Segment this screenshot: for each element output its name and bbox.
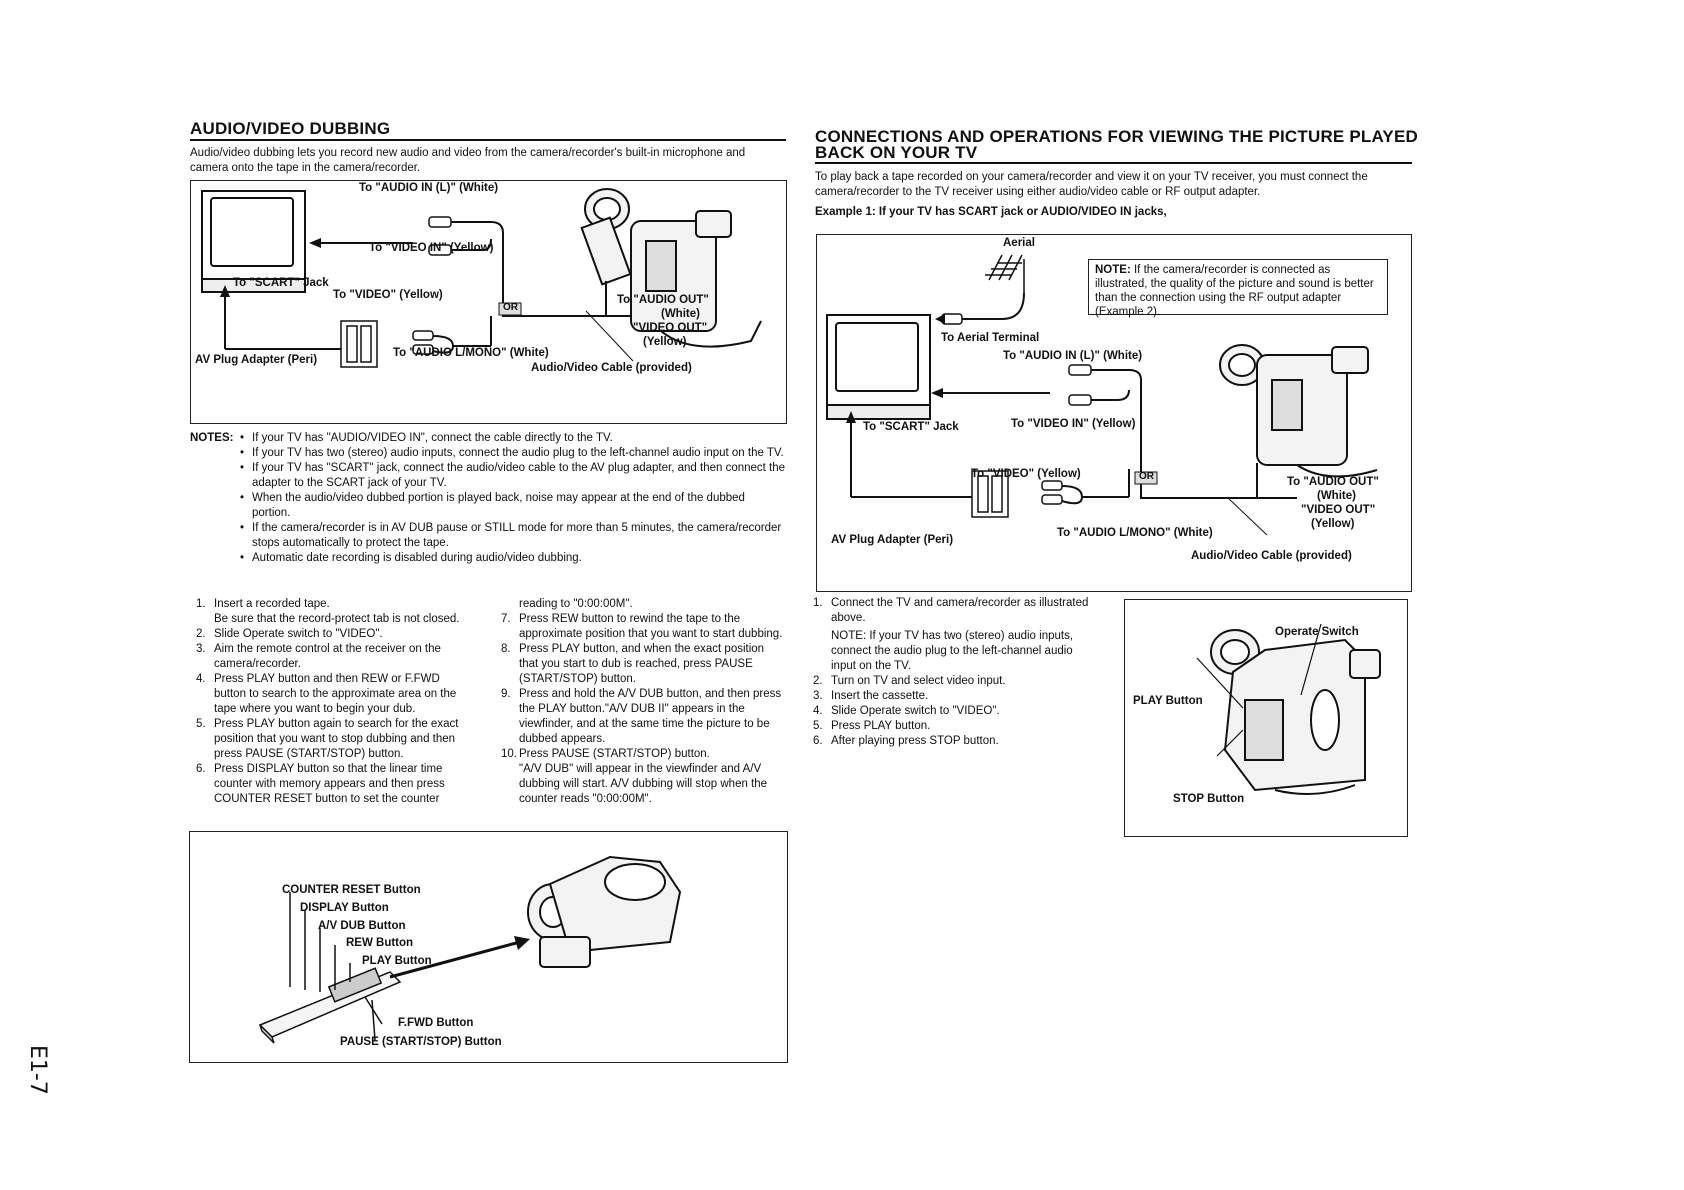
label-pause-button: PAUSE (START/STOP) Button — [340, 1036, 502, 1048]
label-scart-jack: To "SCART" Jack — [233, 277, 329, 289]
step-item: 6.Press DISPLAY button so that the linea… — [196, 763, 445, 805]
camcorder-icon — [1219, 344, 1378, 478]
dubbing-diagram-art — [201, 188, 762, 368]
viewing-steps: 1.Connect the TV and camera/recorder as … — [813, 596, 1095, 749]
step-item: 6.After playing press STOP button. — [813, 735, 999, 747]
label-display-button: DISPLAY Button — [300, 902, 389, 914]
viewing-diagram-art — [826, 254, 1378, 536]
notes-label: NOTES: — [190, 432, 234, 444]
remote-control-icon — [258, 967, 402, 1044]
step-item: NOTE: If your TV has two (stereo) audio … — [831, 630, 1074, 672]
camera-buttons-figure: Operate Switch PLAY Button STOP Button — [1124, 599, 1408, 837]
note-item: •Automatic date recording is disabled du… — [240, 552, 582, 564]
tv-icon — [826, 314, 931, 420]
step-item: 9.Press and hold the A/V DUB button, and… — [501, 688, 782, 745]
right-intro: To play back a tape recorded on your cam… — [815, 171, 1368, 198]
label-play-button: PLAY Button — [1133, 695, 1203, 707]
viewing-connection-diagram: Aerial NOTE: If the camera/recorder is c… — [816, 234, 1412, 592]
camcorder-icon — [580, 188, 762, 348]
label-av-plug-adapter: AV Plug Adapter (Peri) — [831, 534, 954, 546]
label-video-out-yellow: (Yellow) — [1311, 518, 1355, 530]
label-rew-button: REW Button — [346, 937, 414, 949]
label-audio-out-white: (White) — [661, 308, 700, 320]
label-or: OR — [1139, 471, 1154, 482]
label-scart-jack: To "SCART" Jack — [863, 421, 959, 433]
step-item: 1.Connect the TV and camera/recorder as … — [813, 597, 1089, 624]
left-heading: AUDIO/VIDEO DUBBING — [190, 119, 391, 138]
camcorder-front-icon — [527, 855, 682, 968]
remote-control-diagram: COUNTER RESET Button DISPLAY Button A/V … — [189, 831, 788, 1063]
step-item: 1.Insert a recorded tape. — [196, 598, 330, 610]
label-video-in-yellow: To "VIDEO IN" (Yellow) — [1011, 418, 1136, 430]
label-audio-lmono: To "AUDIO L/MONO" (White) — [1057, 527, 1213, 539]
label-av-cable: Audio/Video Cable (provided) — [531, 362, 692, 374]
note-item: •If your TV has "SCART" jack, connect th… — [240, 462, 786, 489]
step-item: 5.Press PLAY button again to search for … — [196, 718, 459, 760]
label-ffwd-button: F.FWD Button — [398, 1017, 474, 1029]
remote-diagram-art — [258, 855, 682, 1044]
step-item: 2.Slide Operate switch to "VIDEO". — [196, 628, 383, 640]
tv-icon — [201, 190, 306, 293]
label-audio-lmono: To "AUDIO L/MONO" (White) — [393, 347, 549, 359]
label-av-plug-adapter: AV Plug Adapter (Peri) — [195, 354, 318, 366]
label-audio-out: To "AUDIO OUT" — [617, 294, 709, 306]
left-heading-rule — [190, 139, 786, 141]
label-or: OR — [503, 302, 518, 313]
label-video-out: "VIDEO OUT" — [1301, 504, 1376, 516]
note-item: •If your TV has "AUDIO/VIDEO IN", connec… — [240, 432, 613, 444]
note-item: •If the camera/recorder is in AV DUB pau… — [240, 522, 782, 549]
label-video-yellow: To "VIDEO" (Yellow) — [971, 468, 1081, 480]
step-item: "A/V DUB" will appear in the viewfinder … — [519, 763, 768, 805]
dubbing-steps-b: reading to "0:00:00M". 7.Press REW butto… — [501, 597, 786, 807]
step-item: 4.Slide Operate switch to "VIDEO". — [813, 705, 1000, 717]
right-heading-line1: CONNECTIONS AND OPERATIONS FOR VIEWING T… — [815, 127, 1418, 146]
note-item: •When the audio/video dubbed portion is … — [240, 492, 745, 519]
dubbing-connection-diagram: To "AUDIO IN (L)" (White) To "VIDEO IN" … — [190, 180, 787, 424]
step-item: 4.Press PLAY button and then REW or F.FW… — [196, 673, 457, 715]
step-item: 2.Turn on TV and select video input. — [813, 675, 1006, 687]
av-plug-adapter-icon — [971, 470, 1009, 518]
dubbing-notes: NOTES: •If your TV has "AUDIO/VIDEO IN",… — [190, 431, 786, 566]
diagram-note-box: NOTE: If the camera/recorder is connecte… — [1088, 259, 1388, 318]
label-video-yellow: To "VIDEO" (Yellow) — [333, 289, 443, 301]
label-stop-button: STOP Button — [1173, 793, 1245, 805]
right-heading-rule — [815, 162, 1412, 164]
page-number-tab: E1-7 — [25, 1045, 50, 1095]
step-item: 10.Press PAUSE (START/STOP) button. — [501, 748, 710, 760]
step-item: reading to "0:00:00M". — [519, 598, 633, 610]
aerial-icon — [985, 254, 1025, 293]
note-item: •If your TV has two (stereo) audio input… — [240, 447, 784, 459]
av-plug-adapter-icon — [340, 320, 378, 368]
label-audio-in-white: To "AUDIO IN (L)" (White) — [359, 182, 499, 194]
label-audio-in-white: To "AUDIO IN (L)" (White) — [1003, 350, 1143, 362]
step-item: Be sure that the record-protect tab is n… — [214, 613, 460, 625]
label-video-out-yellow: (Yellow) — [643, 336, 687, 348]
label-aerial-terminal: To Aerial Terminal — [941, 332, 1040, 344]
camcorder-icon — [1210, 629, 1381, 795]
label-avdub-button: A/V DUB Button — [318, 920, 406, 932]
diagram-note-text: If the camera/recorder is connected as i… — [1095, 264, 1374, 318]
label-operate-switch: Operate Switch — [1275, 626, 1359, 638]
label-audio-out: To "AUDIO OUT" — [1287, 476, 1379, 488]
diagram-note-label: NOTE: — [1095, 264, 1131, 276]
camera-buttons-art — [1196, 623, 1381, 795]
label-play-button: PLAY Button — [362, 955, 432, 967]
right-example-line: Example 1: If your TV has SCART jack or … — [815, 206, 1167, 218]
step-item: 3.Insert the cassette. — [813, 690, 929, 702]
label-counter-reset-button: COUNTER RESET Button — [282, 884, 421, 896]
label-video-out: "VIDEO OUT" — [633, 322, 708, 334]
label-audio-out-white: (White) — [1317, 490, 1356, 502]
step-item: 8.Press PLAY button, and when the exact … — [501, 643, 765, 685]
label-video-in-yellow: To "VIDEO IN" (Yellow) — [369, 242, 494, 254]
dubbing-steps-a: 1.Insert a recorded tape. Be sure that t… — [196, 597, 472, 807]
label-av-cable: Audio/Video Cable (provided) — [1191, 550, 1352, 562]
label-aerial: Aerial — [1003, 237, 1035, 249]
left-intro: Audio/video dubbing lets you record new … — [190, 147, 746, 174]
step-item: 3.Aim the remote control at the receiver… — [196, 643, 441, 670]
step-item: 7.Press REW button to rewind the tape to… — [501, 613, 783, 640]
right-heading-line2: BACK ON YOUR TV — [815, 143, 978, 162]
step-item: 5.Press PLAY button. — [813, 720, 931, 732]
